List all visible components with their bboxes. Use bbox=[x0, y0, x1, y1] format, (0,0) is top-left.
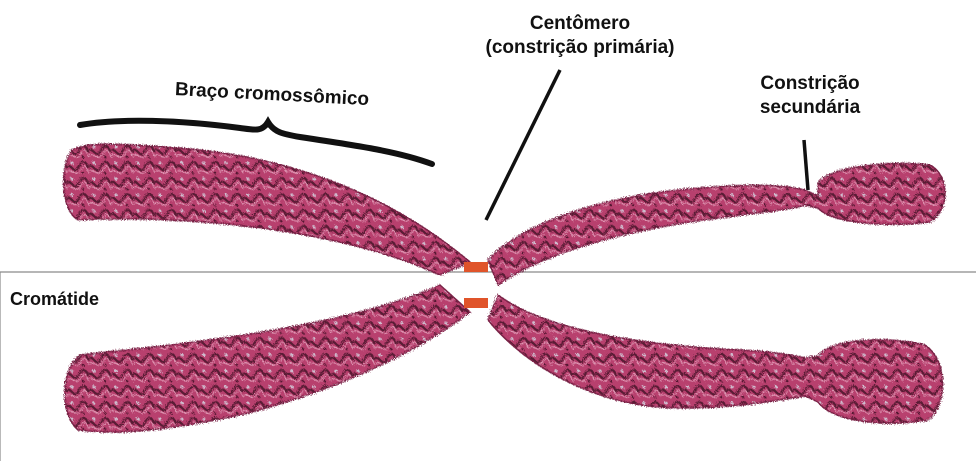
centromere-marker-bottom bbox=[464, 298, 488, 308]
chromatid-arm-upper-left bbox=[64, 144, 470, 275]
centromere-label-line1: Centômero bbox=[455, 12, 705, 36]
chromatid-arm-upper-right bbox=[488, 164, 945, 285]
secondary-constriction-pointer-line bbox=[804, 140, 808, 190]
centromere-label: Centômero (constrição primária) bbox=[455, 12, 705, 60]
secondary-constriction-label-line1: Constrição bbox=[745, 72, 875, 96]
centromere-marker-top bbox=[464, 262, 488, 272]
centromere-pointer-line bbox=[486, 70, 560, 220]
secondary-constriction-label-line2: secundária bbox=[745, 96, 875, 120]
chromatid-arm-lower-right bbox=[488, 295, 943, 423]
secondary-constriction-label: Constrição secundária bbox=[745, 72, 875, 120]
chromatid-arm-lower-left bbox=[65, 285, 470, 432]
chromatid-label: Cromátide bbox=[10, 287, 99, 311]
centromere-label-line2: (constrição primária) bbox=[455, 36, 705, 60]
